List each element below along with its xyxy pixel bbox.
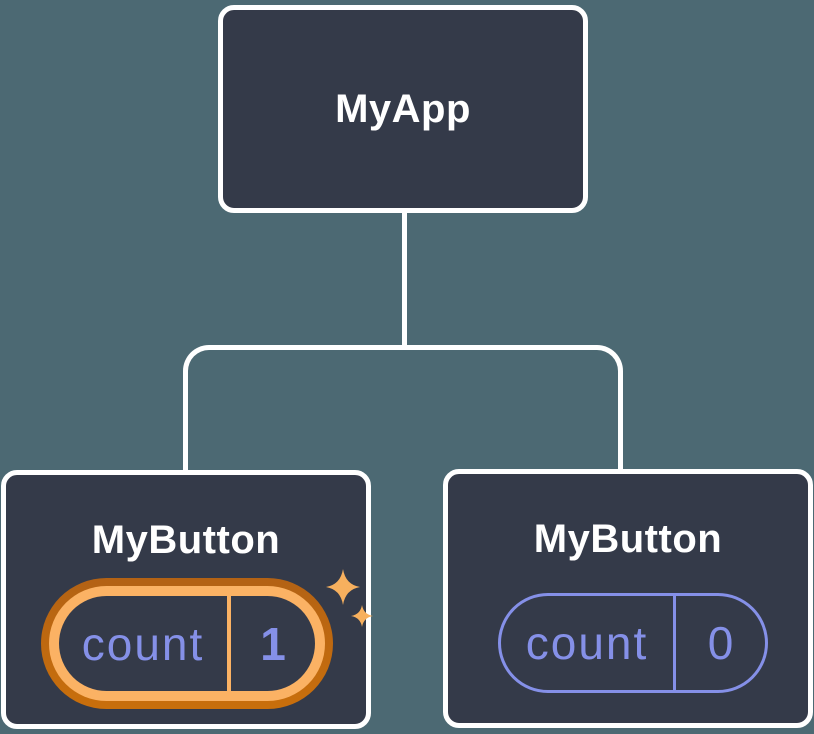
state-pill-highlighted: count 1 bbox=[41, 578, 333, 709]
sparkle-icon-small bbox=[351, 605, 373, 627]
node-label-mybutton-left: MyButton bbox=[91, 518, 281, 562]
state-value: 0 bbox=[707, 617, 734, 669]
state-pill-highlight-ring: count 1 bbox=[49, 586, 325, 701]
component-node-mybutton-left: MyButton count 1 bbox=[1, 470, 373, 729]
state-pill-label-cell: count bbox=[501, 596, 676, 690]
state-value: 1 bbox=[260, 617, 286, 670]
state-pill-value-cell: 0 bbox=[676, 596, 765, 690]
state-pill-body: count 1 bbox=[59, 596, 315, 691]
connector-root-stem bbox=[402, 208, 407, 348]
state-label: count bbox=[81, 617, 205, 670]
state-label: count bbox=[525, 617, 649, 669]
component-node-myapp: MyApp bbox=[218, 5, 588, 213]
node-label-myapp: MyApp bbox=[335, 86, 471, 131]
state-pill-label-cell: count bbox=[59, 596, 231, 691]
sparkle-icon-large bbox=[326, 569, 360, 605]
component-node-mybutton-right: MyButton count 0 bbox=[443, 469, 813, 728]
connector-branch-bracket bbox=[183, 345, 623, 473]
state-pill-plain: count 0 bbox=[498, 593, 768, 693]
node-label-mybutton-right: MyButton bbox=[533, 517, 723, 561]
state-pill-value-cell: 1 bbox=[231, 596, 315, 691]
